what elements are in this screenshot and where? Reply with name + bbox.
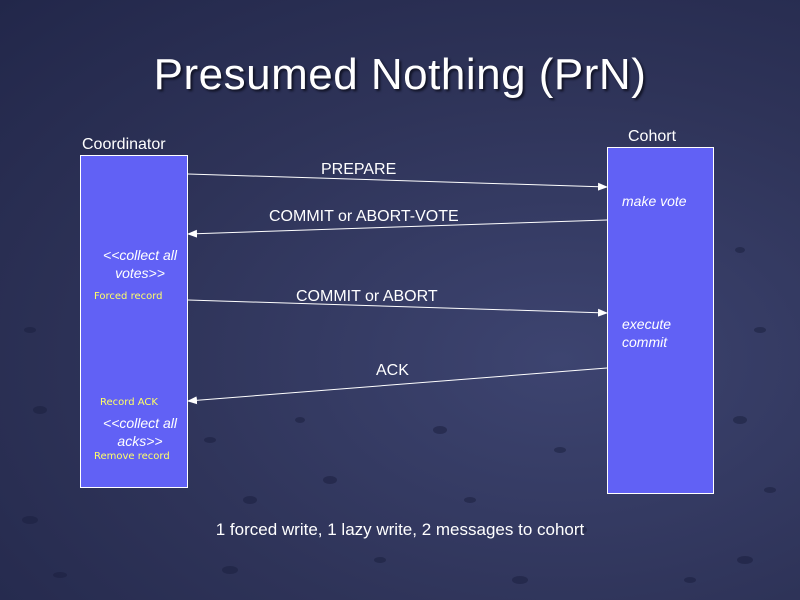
record-ack-note: Record ACK (100, 397, 158, 408)
cohort-lifeline (607, 147, 714, 494)
page-title: Presumed Nothing (PrN) (153, 50, 647, 99)
footer-summary: 1 forced write, 1 lazy write, 2 messages… (215, 520, 585, 539)
collect-acks-note: <<collect all acks>> (103, 415, 177, 449)
forced-record-note: Forced record (94, 291, 163, 302)
execute-commit-note: execute commit (622, 316, 672, 350)
cohort-label: Cohort (628, 128, 677, 145)
remove-record-note: Remove record (94, 451, 170, 462)
decision-label: COMMIT or ABORT (296, 288, 438, 305)
coordinator-lifeline (80, 155, 188, 488)
prepare-label: PREPARE (321, 161, 397, 178)
vote-label: COMMIT or ABORT-VOTE (269, 208, 459, 225)
collect-votes-note: <<collect all votes>> (103, 247, 177, 281)
make-vote-note: make vote (622, 193, 687, 209)
ack-label: ACK (376, 362, 409, 379)
coordinator-label: Coordinator (82, 136, 166, 153)
